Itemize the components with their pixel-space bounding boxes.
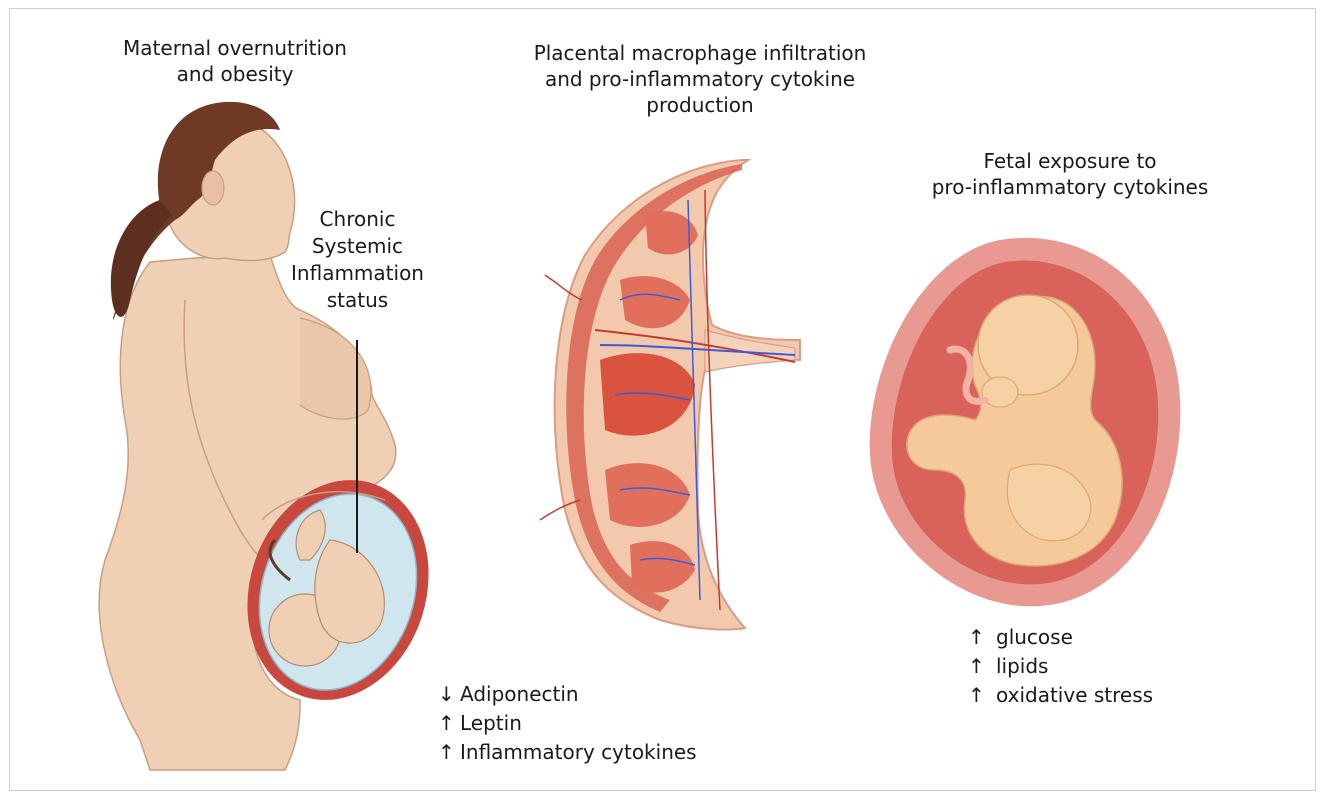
marker-inflammatory-cytokines: ↑Inflammatory cytokines (438, 738, 697, 767)
placenta-illustration (540, 160, 800, 630)
systemic-inflammation-label: Chronic Systemic Inflammation status (270, 206, 445, 314)
woman-ear (202, 171, 224, 205)
marker-oxidative-stress: ↑oxidative stress (968, 681, 1153, 710)
marker-glucose: ↑glucose (968, 623, 1153, 652)
marker-lipids: ↑lipids (968, 652, 1153, 681)
marker-leptin: ↑Leptin (438, 709, 697, 738)
pregnant-woman-illustration (99, 102, 456, 770)
maternal-label: Maternal overnutrition and obesity (85, 35, 385, 87)
up-arrow-icon: ↑ (968, 681, 996, 710)
woman-breast (300, 318, 371, 419)
up-arrow-icon: ↑ (438, 709, 460, 738)
up-arrow-icon: ↑ (968, 652, 996, 681)
fetal-markers-list: ↑glucose ↑lipids ↑oxidative stress (968, 623, 1153, 710)
fetal-exposure-label: Fetal exposure to pro-inflammatory cytok… (900, 148, 1240, 200)
up-arrow-icon: ↑ (968, 623, 996, 652)
down-arrow-icon: ↓ (438, 680, 460, 709)
marker-adiponectin: ↓Adiponectin (438, 680, 697, 709)
up-arrow-icon: ↑ (438, 738, 460, 767)
placental-label: Placental macrophage infiltration and pr… (480, 40, 920, 118)
fetus-illustration (870, 238, 1181, 606)
maternal-markers-list: ↓Adiponectin ↑Leptin ↑Inflammatory cytok… (438, 680, 697, 767)
